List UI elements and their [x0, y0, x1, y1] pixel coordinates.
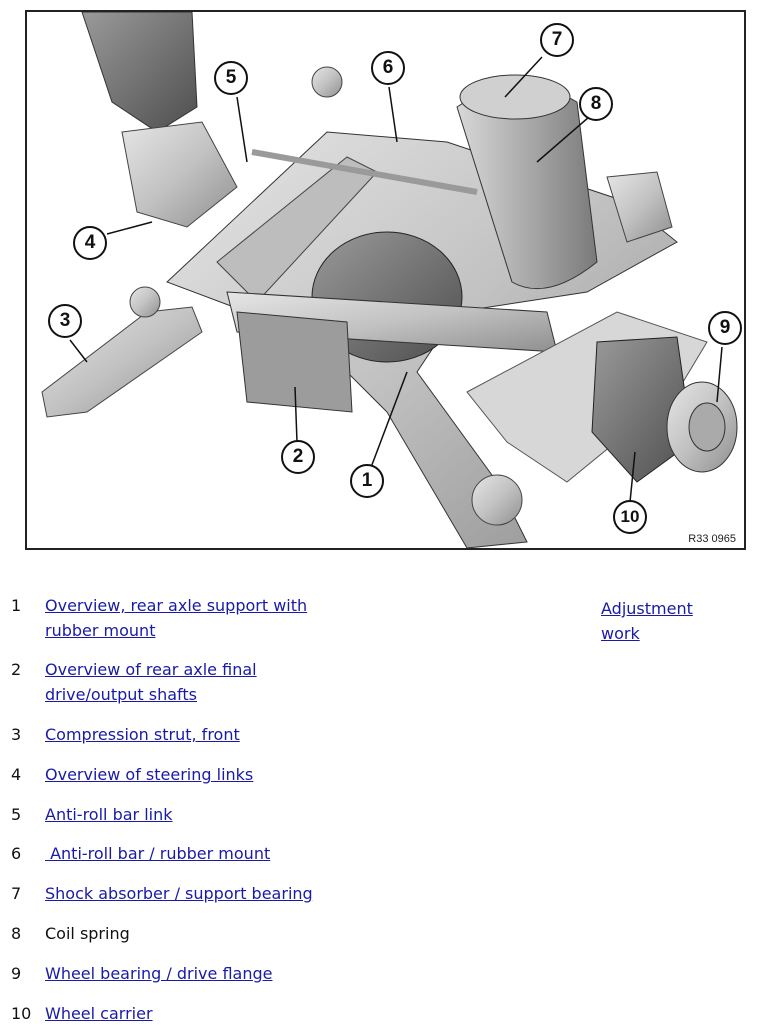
- item-number: 5: [11, 805, 22, 824]
- legend-link-anti-roll-bar-mount[interactable]: Anti-roll bar / rubber mount: [45, 844, 271, 863]
- link-line1[interactable]: Overview, rear axle support with: [45, 596, 308, 615]
- item-number: 6: [11, 844, 22, 863]
- side-link-line1[interactable]: Adjustment: [601, 599, 693, 618]
- callout-9: 9: [708, 311, 742, 345]
- item-number: 1: [11, 596, 22, 615]
- item-number: 7: [11, 884, 22, 903]
- callout-6: 6: [371, 51, 405, 85]
- legend-link-shock-absorber[interactable]: Shock absorber / support bearing: [45, 884, 313, 903]
- rear-axle-drawing: [41, 12, 738, 548]
- side-link-line2[interactable]: work: [601, 624, 640, 643]
- callout-3: 3: [48, 304, 82, 338]
- link-line2[interactable]: rubber mount: [45, 621, 156, 640]
- legend-link-final-drive[interactable]: Overview of rear axle final drive/output…: [45, 657, 257, 707]
- callout-8: 8: [579, 87, 613, 121]
- rear-axle-illustration: 1 2 3 4 5 6 7 8 9 10 R33 0965: [25, 10, 746, 550]
- legend-link-rear-axle-support[interactable]: Overview, rear axle support with rubber …: [45, 593, 307, 643]
- callout-5: 5: [214, 61, 248, 95]
- callout-2: 2: [281, 440, 315, 474]
- callout-10: 10: [613, 500, 647, 534]
- item-number: 2: [11, 660, 22, 679]
- legend-link-steering-links[interactable]: Overview of steering links: [45, 765, 254, 784]
- item-number: 9: [11, 964, 22, 983]
- item-number: 3: [11, 725, 22, 744]
- link-line2[interactable]: drive/output shafts: [45, 685, 197, 704]
- callout-1: 1: [350, 464, 384, 498]
- callout-7: 7: [540, 23, 574, 57]
- legend-link-compression-strut[interactable]: Compression strut, front: [45, 725, 240, 744]
- figure-reference: R33 0965: [688, 533, 736, 545]
- link-line1[interactable]: Overview of rear axle final: [45, 660, 257, 679]
- legend-link-wheel-carrier[interactable]: Wheel carrier: [45, 1004, 153, 1023]
- legend-text-coil-spring: Coil spring: [45, 924, 130, 943]
- legend-link-anti-roll-bar-link[interactable]: Anti-roll bar link: [45, 805, 173, 824]
- callout-4: 4: [73, 226, 107, 260]
- item-number: 10: [11, 1004, 32, 1023]
- adjustment-work-link[interactable]: Adjustment work: [601, 596, 741, 646]
- item-number: 4: [11, 765, 22, 784]
- legend-link-wheel-bearing[interactable]: Wheel bearing / drive flange: [45, 964, 273, 983]
- item-number: 8: [11, 924, 22, 943]
